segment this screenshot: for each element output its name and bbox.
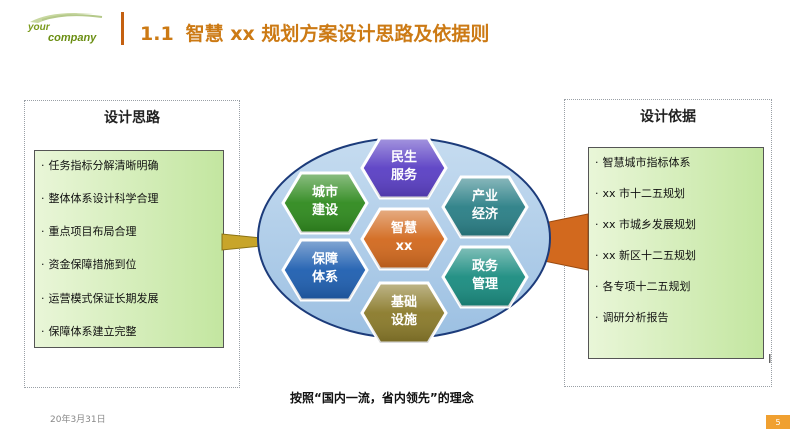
- text-cursor-icon: I: [768, 352, 772, 366]
- hex-bottom-label1: 基础: [390, 294, 417, 310]
- footer-date: 20年3月31日: [50, 415, 106, 425]
- hex-gloss: [362, 209, 446, 269]
- list-item: ·xx 新区十二五规划: [595, 249, 697, 262]
- list-item: ·各专项十二五规划: [595, 280, 691, 293]
- hex-top-label2: 服务: [391, 167, 418, 183]
- list-item: ·xx 市十二五规划: [595, 187, 686, 200]
- page-number: 5: [766, 415, 790, 429]
- hex-gloss: [362, 138, 446, 198]
- list-item: ·资金保障措施到位: [41, 258, 137, 271]
- hex-upper-right-label2: 经济: [472, 206, 499, 222]
- company-logo: your company: [22, 8, 112, 48]
- list-item: ·智慧城市指标体系: [595, 156, 691, 169]
- hex-center-label1: 智慧: [391, 220, 417, 236]
- hex-lower-left-label2: 体系: [312, 269, 338, 285]
- list-item: ·整体体系设计科学合理: [41, 192, 159, 205]
- hex-gloss: [283, 240, 367, 300]
- list-item: ·xx 市城乡发展规划: [595, 218, 697, 231]
- list-item: ·保障体系建立完整: [41, 325, 137, 338]
- list-item: ·调研分析报告: [595, 311, 669, 324]
- hex-gloss: [283, 173, 367, 233]
- hex-upper-left-label2: 建设: [312, 202, 339, 218]
- hex-upper-right-label1: 产业: [472, 188, 498, 204]
- section-number: 1.1: [140, 23, 174, 45]
- design-basis-list: ·智慧城市指标体系 ·xx 市十二五规划 ·xx 市城乡发展规划 ·xx 新区十…: [588, 147, 764, 359]
- hex-gloss: [362, 283, 446, 343]
- hex-gloss: [443, 177, 527, 237]
- title-text: 智慧 xx 规划方案设计思路及依据则: [185, 23, 490, 45]
- list-item: ·任务指标分解清晰明确: [41, 159, 159, 172]
- hex-bottom-label2: 设施: [391, 312, 417, 328]
- design-basis-title: 设计依据: [640, 109, 696, 125]
- list-item: ·重点项目布局合理: [41, 225, 137, 238]
- hex-lower-right-label2: 管理: [472, 276, 498, 292]
- hex-lower-left-label1: 保障: [311, 251, 338, 267]
- logo-line1: your: [28, 22, 50, 33]
- logo-swoosh-icon: [30, 13, 103, 23]
- hex-center-label2: xx: [396, 239, 413, 254]
- hex-lower-right-label1: 政务: [472, 258, 499, 274]
- caption: 按照“国内一流，省内领先”的理念: [290, 391, 474, 405]
- hex-upper-left-label1: 城市: [312, 184, 338, 200]
- design-ideas-title: 设计思路: [104, 110, 160, 126]
- title-divider: [121, 12, 124, 45]
- hex-gloss: [443, 247, 527, 307]
- list-item: ·运营模式保证长期发展: [41, 292, 159, 305]
- design-ideas-list: ·任务指标分解清晰明确 ·整体体系设计科学合理 ·重点项目布局合理 ·资金保障措…: [34, 150, 224, 348]
- hex-top-label1: 民生: [391, 149, 417, 165]
- logo-line2: company: [48, 32, 97, 44]
- page-title: 1.1 智慧 xx 规划方案设计思路及依据则: [140, 19, 489, 46]
